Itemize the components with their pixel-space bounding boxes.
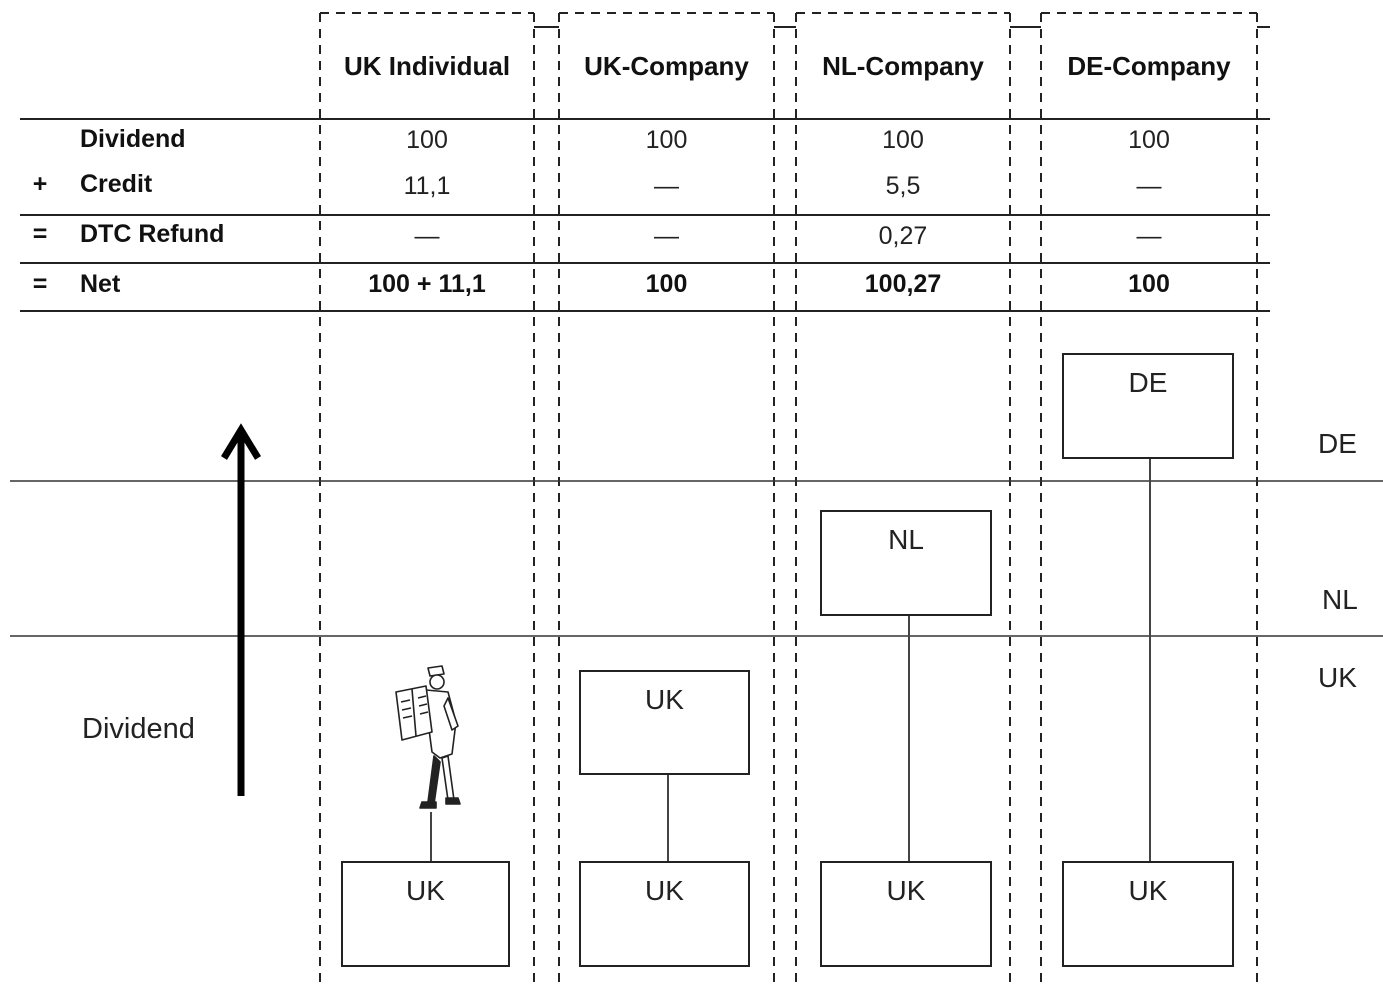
column-header-uk-company: UK-Company [559, 46, 774, 86]
cell: — [1041, 170, 1257, 202]
row-label-credit: Credit [80, 168, 152, 200]
column-header-nl-company: NL-Company [796, 46, 1010, 86]
cell-net: 100 [1041, 268, 1257, 300]
cell: 100 [796, 124, 1010, 156]
cell: 100 [1041, 124, 1257, 156]
cell-net: 100 [559, 268, 774, 300]
cell: 0,27 [796, 220, 1010, 252]
box-uk-company-bottom: UK [579, 861, 750, 967]
row-label-net: Net [80, 268, 120, 300]
cell: — [559, 220, 774, 252]
dividend-arrow-label: Dividend [82, 713, 195, 746]
box-nl-company-bottom: UK [820, 861, 992, 967]
row-operator: = [28, 268, 52, 300]
cell: — [320, 220, 534, 252]
person-reading-newspaper-icon [392, 662, 464, 812]
box-de-company-top: DE [1062, 353, 1234, 459]
box-de-company-bottom: UK [1062, 861, 1234, 967]
cell: — [559, 170, 774, 202]
row-operator [28, 123, 52, 155]
row-label-dtc-refund: DTC Refund [80, 218, 224, 250]
cell: 100 [320, 124, 534, 156]
box-nl-company-top: NL [820, 510, 992, 616]
cell: 11,1 [320, 170, 534, 202]
row-operator: + [28, 168, 52, 200]
row-operator: = [28, 218, 52, 250]
country-label-uk: UK [1318, 662, 1357, 694]
arrow-up-icon [218, 420, 264, 800]
cell: 5,5 [796, 170, 1010, 202]
cell-net: 100,27 [796, 268, 1010, 300]
column-header-de-company: DE-Company [1041, 46, 1257, 86]
country-label-de: DE [1318, 428, 1357, 460]
box-uk-company-top: UK [579, 670, 750, 775]
country-label-nl: NL [1322, 584, 1358, 616]
row-label-dividend: Dividend [80, 123, 186, 155]
cell: — [1041, 220, 1257, 252]
box-uk-individual-bottom: UK [341, 861, 510, 967]
column-header-uk-individual: UK Individual [320, 46, 534, 86]
cell-net: 100 + 11,1 [320, 268, 534, 300]
cell: 100 [559, 124, 774, 156]
